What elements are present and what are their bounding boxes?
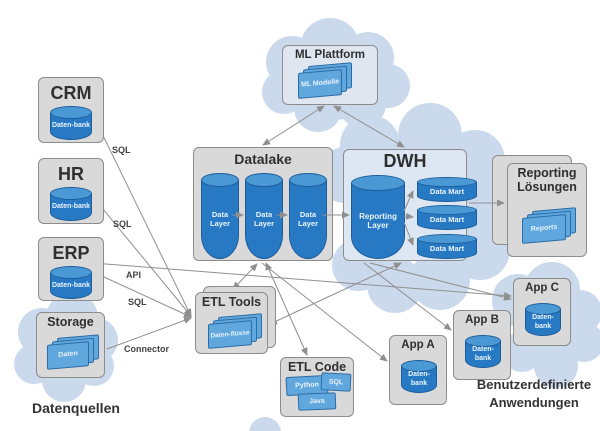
edge-label-api-erp: API: [126, 270, 142, 280]
cylinder-label: Data Layer: [209, 209, 230, 228]
node-storage-title: Storage: [47, 315, 94, 329]
connector-lines: [92, 105, 512, 362]
node-app-b-title: App B: [465, 314, 499, 326]
cylinder-label: Daten-bank: [472, 346, 494, 362]
node-crm: CRM Daten-bank: [38, 77, 104, 143]
edge-label-connector-storage: Connector: [124, 344, 169, 354]
node-app-b: App B Daten-bank: [453, 310, 511, 380]
cylinder-label: Daten-bank: [532, 314, 554, 330]
model-stack-icon: ML Modelle: [298, 62, 352, 99]
cylinder-label: Data Mart: [429, 186, 465, 196]
cylinder-label: Daten-bank: [51, 122, 91, 130]
node-crm-title: CRM: [50, 83, 92, 103]
edge-label-sql-erp: SQL: [128, 297, 147, 307]
node-ml-title: ML Plattform: [294, 49, 366, 61]
cylinder-label: Daten-bank: [51, 203, 91, 211]
cylinder-label: Data Layer: [297, 209, 318, 228]
node-hr-title: HR: [58, 164, 84, 184]
stack-label: ML Modelle: [298, 69, 342, 99]
node-app-a-title: App A: [401, 339, 435, 351]
database-cylinder-icon: Daten-bank: [50, 106, 92, 140]
node-dwh: DWH Reporting Layer Data Mart Data Mart …: [343, 149, 477, 261]
node-app-c: App C Daten-bank: [513, 278, 571, 346]
cylinder-label: Reporting Layer: [359, 211, 397, 230]
node-app-a: App A Daten-bank: [389, 335, 447, 405]
node-dwh-title: DWH: [383, 151, 427, 171]
node-etl-code-title: ETL Code: [287, 360, 347, 374]
cloud-fragment-bottom: [249, 417, 281, 431]
data-mart-cylinder-icon: Data Mart: [417, 234, 477, 259]
node-storage: Storage Daten: [36, 312, 105, 378]
node-etl-tools-title: ETL Tools: [201, 295, 262, 309]
database-cylinder-icon: Daten-bank: [401, 360, 437, 393]
file-stack-icon: Daten: [47, 334, 99, 370]
node-etl-code: ETL Code Python SQL Java: [280, 357, 354, 417]
cylinder-label: Data Mart: [429, 214, 465, 224]
data-layer-cylinder-icon: Data Layer: [289, 173, 327, 259]
java-chip: Java: [297, 392, 337, 411]
sql-chip: SQL: [320, 372, 352, 392]
database-cylinder-icon: Daten-bank: [50, 187, 92, 221]
node-app-c-title: App C: [525, 282, 559, 294]
node-hr: HR Daten-bank: [38, 158, 104, 224]
node-reporting-title: Reporting Lösungen: [517, 166, 577, 194]
cylinder-label: Daten-bank: [51, 281, 91, 289]
node-ml-platform: ML Plattform ML Modelle: [282, 45, 378, 105]
cylinder-label: Data Layer: [253, 209, 274, 228]
dataflow-stack-icon: Daten-flüsse: [208, 313, 262, 349]
edge-label-sql-crm: SQL: [112, 145, 131, 155]
node-datalake: Datalake Data Layer Data Layer Data Laye…: [193, 147, 333, 261]
stack-label: Reports: [522, 214, 566, 244]
cylinder-label: Data Mart: [429, 243, 465, 253]
node-datalake-title: Datalake: [234, 151, 292, 167]
node-etl-tools: ETL Tools Daten-flüsse: [195, 292, 268, 354]
stack-label: Daten: [47, 341, 89, 370]
edge-label-sql-hr: SQL: [113, 219, 132, 229]
cylinder-label: Daten-bank: [408, 371, 430, 387]
data-layer-cylinder-icon: Data Layer: [201, 173, 239, 259]
stack-label: Daten-flüsse: [208, 320, 252, 349]
database-cylinder-icon: Daten-bank: [525, 303, 561, 336]
data-mart-cylinder-icon: Data Mart: [417, 177, 477, 202]
data-layer-cylinder-icon: Data Layer: [245, 173, 283, 259]
node-reporting: Reporting Lösungen Reports: [507, 163, 587, 257]
reports-stack-icon: Reports: [522, 207, 576, 244]
data-mart-cylinder-icon: Data Mart: [417, 205, 477, 230]
node-erp: ERP Daten-bank: [38, 237, 104, 301]
reporting-layer-cylinder-icon: Reporting Layer: [351, 175, 405, 259]
caption-benutzerdefinierte-anwendungen: Benutzerdefinierte Anwendungen: [476, 377, 592, 410]
node-erp-title: ERP: [52, 243, 90, 263]
caption-datenquellen: Datenquellen: [32, 400, 120, 416]
database-cylinder-icon: Daten-bank: [465, 335, 501, 368]
database-cylinder-icon: Daten-bank: [50, 266, 92, 299]
